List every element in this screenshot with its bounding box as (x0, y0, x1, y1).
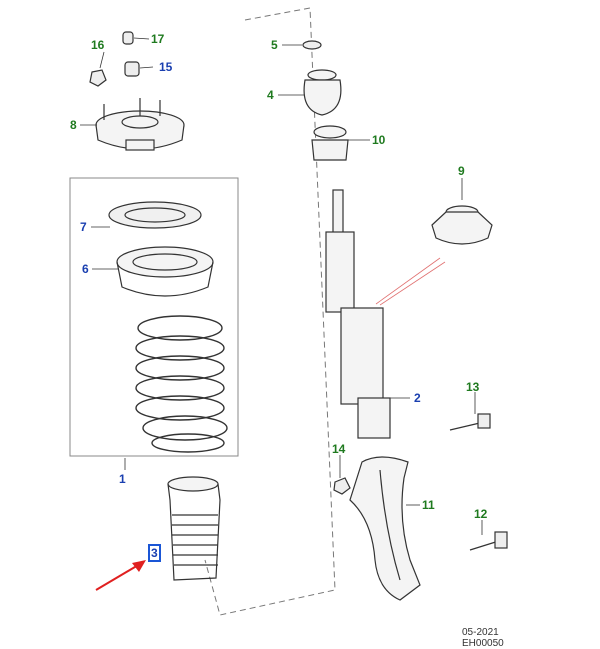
footer-date: 05-2021 (462, 627, 499, 638)
callout-7: 7 (80, 220, 87, 234)
nut-part (333, 477, 351, 495)
top-mount-part (95, 98, 185, 151)
callout-8: 8 (70, 118, 77, 132)
nut-part (89, 69, 107, 87)
callout-11: 11 (422, 498, 435, 512)
callout-12: 12 (474, 507, 488, 521)
callout-13: 13 (466, 380, 480, 394)
callout-5: 5 (271, 38, 278, 52)
bolt-part (469, 531, 508, 551)
coil-spring-part (135, 315, 228, 453)
spring-kit-box (69, 177, 239, 457)
callout-1: 1 (119, 472, 126, 486)
mount-cap-part (431, 205, 493, 245)
callout-9: 9 (458, 164, 465, 178)
spring-seat-part (116, 246, 214, 297)
dashed-boundary (204, 7, 336, 616)
callout-6: 6 (82, 262, 89, 276)
callout-2: 2 (414, 391, 421, 405)
callout-10: 10 (372, 133, 386, 147)
cap-part (122, 31, 134, 45)
dust-cover-part (311, 125, 349, 161)
fork-link-part (349, 456, 421, 601)
bump-stop-part (303, 69, 342, 116)
callout-3: 3 (148, 544, 161, 562)
callout-17: 17 (151, 32, 165, 46)
shock-absorber-part (325, 189, 391, 439)
callout-16: 16 (91, 38, 105, 52)
callout-15: 15 (159, 60, 173, 74)
dust-boot-part (167, 476, 221, 581)
spring-insulator-part (108, 201, 202, 229)
callout-4: 4 (267, 88, 274, 102)
footer-code: EH00050 (462, 638, 504, 649)
red-arrow (95, 560, 146, 591)
bolt-part (449, 413, 491, 431)
washer-part (302, 40, 322, 50)
nut-part (124, 61, 140, 77)
callout-14: 14 (332, 442, 346, 456)
